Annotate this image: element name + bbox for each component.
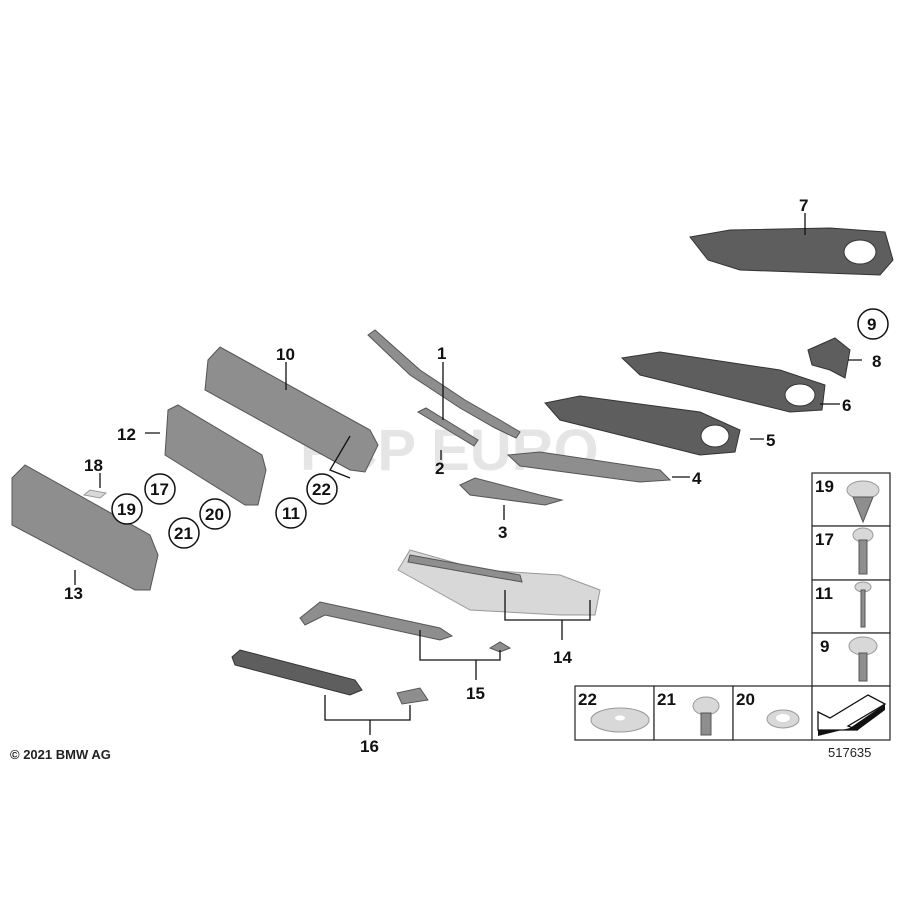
circled-11: 11	[282, 504, 300, 523]
part-13-license-plate-base	[11, 464, 159, 591]
callout-15: 15	[466, 684, 485, 703]
washer-20-hole	[776, 714, 790, 722]
part-12-license-plate-base	[164, 404, 267, 506]
screw-21-shank	[700, 712, 712, 736]
callout-12: 12	[117, 425, 136, 444]
part-6-grille	[620, 351, 826, 413]
part-7-opening	[843, 239, 877, 265]
circled-21: 21	[174, 524, 193, 543]
part-3-trim	[459, 477, 564, 506]
bolt-9-shank	[858, 652, 868, 682]
part-5-grille	[544, 395, 741, 456]
part-8-cover	[807, 337, 851, 379]
table-19: 19	[815, 477, 834, 496]
washer-22-hole	[615, 715, 625, 721]
part-18-clip	[82, 489, 108, 499]
circled-17: 17	[150, 480, 169, 499]
callout-3: 3	[498, 523, 507, 542]
callout-16: 16	[360, 737, 379, 756]
diagram-number: 517635	[828, 745, 871, 760]
part-14-strip	[407, 554, 523, 583]
part-15-trim	[299, 601, 454, 641]
circled-9: 9	[867, 315, 876, 334]
direction-arrow-shadow	[818, 704, 885, 736]
part-2-trim	[416, 407, 479, 447]
callout-18: 18	[84, 456, 103, 475]
part-4-trim	[506, 451, 672, 483]
circled-callouts: 9 17 19 22 20 21 11	[111, 308, 889, 549]
table-11: 11	[815, 584, 833, 603]
part-7-fog-light-grille	[689, 227, 894, 276]
screw-11-shank	[860, 589, 866, 628]
copyright: © 2021 BMW AG	[10, 747, 111, 762]
circled-20: 20	[205, 505, 224, 524]
part-15-clip	[488, 641, 512, 653]
table-9: 9	[820, 637, 829, 656]
table-21: 21	[657, 690, 676, 709]
callout-10: 10	[276, 345, 295, 364]
callout-1: 1	[437, 344, 446, 363]
callout-14: 14	[553, 648, 572, 667]
table-20: 20	[736, 690, 755, 709]
part-6-opening	[784, 383, 816, 407]
callout-labels: 1 2 3 4 5 6 7 8 10 12 13 14 15 16 18	[64, 196, 881, 756]
table-22: 22	[578, 690, 597, 709]
circled-19: 19	[117, 500, 136, 519]
fastener-table: 19 17 11 9 22 21 20	[574, 472, 891, 741]
callout-13: 13	[64, 584, 83, 603]
part-10-license-bracket	[204, 346, 379, 473]
callout-5: 5	[766, 431, 775, 450]
bolt-9-icon	[848, 636, 878, 656]
callout-7: 7	[799, 196, 808, 215]
table-17: 17	[815, 530, 834, 549]
screw-17-shank	[858, 539, 868, 575]
clip-19-icon	[846, 480, 880, 500]
part-16-trim	[231, 649, 363, 696]
callout-6: 6	[842, 396, 851, 415]
callout-4: 4	[692, 469, 702, 488]
callout-8: 8	[872, 352, 881, 371]
callout-2: 2	[435, 459, 444, 478]
part-5-opening	[700, 424, 730, 448]
leader-lines	[74, 213, 862, 735]
clip-19-stem	[852, 496, 874, 524]
screw-21-icon	[692, 696, 720, 716]
circled-22: 22	[312, 480, 331, 499]
part-16-clip	[396, 687, 429, 705]
